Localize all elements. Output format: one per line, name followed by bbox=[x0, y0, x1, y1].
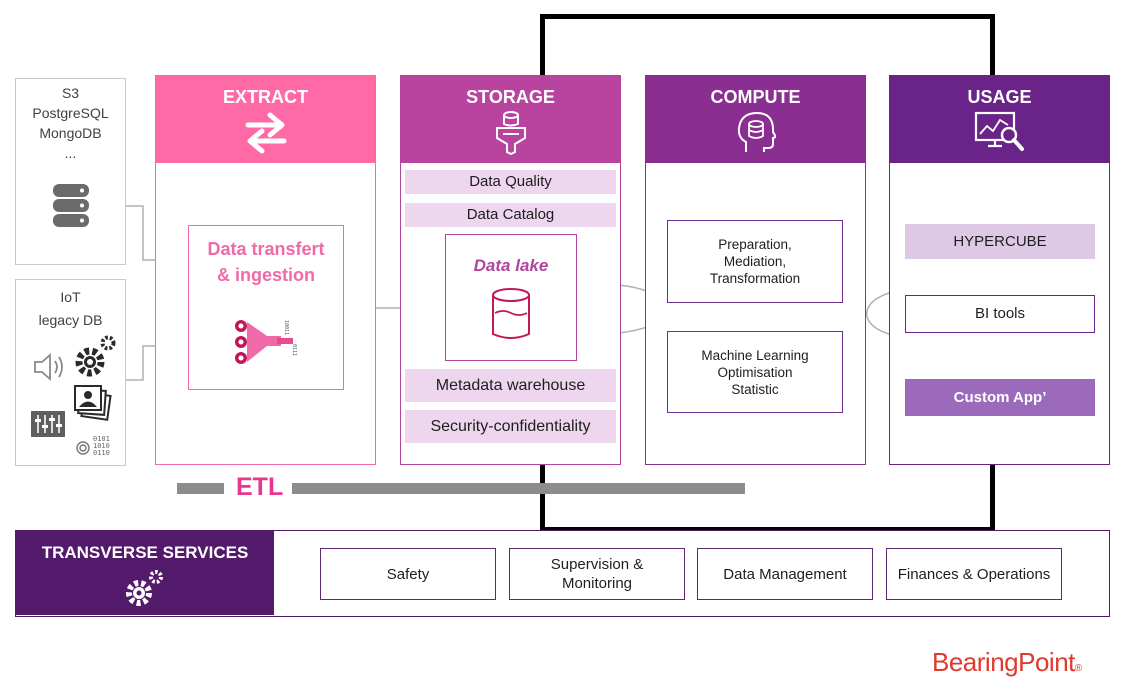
equalizer-panel-icon bbox=[31, 411, 65, 437]
svg-text:10011: 10011 bbox=[283, 320, 289, 335]
usage-header: USAGE bbox=[890, 76, 1109, 163]
hypercube-band: HYPERCUBE bbox=[905, 224, 1095, 259]
source-databases: S3 PostgreSQL MongoDB ... bbox=[15, 78, 126, 265]
service-finances: Finances & Operations bbox=[886, 548, 1062, 600]
security-band: Security-confidentiality bbox=[405, 410, 616, 443]
service-supervision: Supervision & Monitoring bbox=[509, 548, 685, 600]
data-lake-box: Data lake bbox=[445, 234, 577, 361]
service-data-management: Data Management bbox=[697, 548, 873, 600]
compute-column: COMPUTE Preparation, Mediation, Transfor… bbox=[645, 75, 866, 465]
data-transfer-label: Data transfert & ingestion bbox=[207, 239, 325, 285]
bearingpoint-logo: BearingPoint® bbox=[932, 647, 1082, 678]
storage-title: STORAGE bbox=[466, 87, 555, 107]
data-transfer-box: Data transfert & ingestion 10011 0111 bbox=[188, 225, 344, 390]
machine-learning-box: Machine Learning Optimisation Statistic bbox=[667, 331, 843, 413]
etl-bar-right bbox=[292, 483, 745, 494]
source-iot: IoT legacy DB 0101 1010 0110 bbox=[15, 279, 126, 466]
etl-bar-left bbox=[177, 483, 224, 494]
transverse-title: TRANSVERSE SERVICES bbox=[41, 543, 249, 562]
transverse-header: TRANSVERSE SERVICES bbox=[16, 531, 274, 615]
usage-column: USAGE HYPERCUBE BI tools Custom App’ bbox=[889, 75, 1110, 465]
extract-column: EXTRACT Data transfert & ingestion 10011… bbox=[155, 75, 376, 465]
binary-data-icon: 0101 1010 0110 bbox=[76, 435, 110, 457]
compute-header: COMPUTE bbox=[646, 76, 865, 163]
gears-icon bbox=[126, 570, 163, 606]
arrows-exchange-icon bbox=[245, 112, 286, 154]
svg-text:0111: 0111 bbox=[291, 344, 297, 356]
source-db-list: S3 PostgreSQL MongoDB ... bbox=[32, 85, 109, 161]
source-iot-list: IoT legacy DB bbox=[38, 289, 103, 328]
monitor-analytics-icon bbox=[974, 111, 1024, 151]
preparation-box: Preparation, Mediation, Transformation bbox=[667, 220, 843, 303]
data-catalog-band: Data Catalog bbox=[405, 203, 616, 227]
etl-label: ETL bbox=[236, 473, 284, 501]
storage-funnel-icon bbox=[495, 111, 526, 156]
extract-header: EXTRACT bbox=[156, 76, 375, 163]
usage-title: USAGE bbox=[967, 87, 1032, 107]
data-quality-band: Data Quality bbox=[405, 170, 616, 194]
photo-gallery-icon bbox=[74, 385, 112, 421]
transverse-services-bar: TRANSVERSE SERVICES Safety Supervision &… bbox=[15, 530, 1110, 617]
database-server-icon bbox=[53, 184, 89, 227]
custom-app-band: Custom App’ bbox=[905, 379, 1095, 416]
storage-column: STORAGE Data Quality Data Catalog Data l… bbox=[400, 75, 621, 465]
brand-dot: ® bbox=[1074, 663, 1082, 674]
gears-icon bbox=[75, 335, 116, 377]
service-safety: Safety bbox=[320, 548, 496, 600]
storage-header: STORAGE bbox=[401, 76, 620, 163]
data-lake-label: Data lake bbox=[473, 256, 549, 275]
extract-title: EXTRACT bbox=[223, 87, 308, 107]
brand-name: BearingPoint bbox=[932, 647, 1075, 677]
brain-database-icon bbox=[737, 111, 776, 152]
svg-text:1010: 1010 bbox=[93, 442, 110, 450]
svg-text:0110: 0110 bbox=[93, 449, 110, 457]
metadata-warehouse-band: Metadata warehouse bbox=[405, 369, 616, 402]
data-lake-cylinder-icon bbox=[492, 288, 530, 339]
compute-title: COMPUTE bbox=[710, 87, 801, 107]
bi-tools-box: BI tools bbox=[905, 295, 1095, 333]
svg-text:0101: 0101 bbox=[93, 435, 110, 443]
speaker-icon bbox=[34, 353, 63, 381]
ingestion-funnel-icon: 10011 0111 bbox=[235, 320, 297, 364]
